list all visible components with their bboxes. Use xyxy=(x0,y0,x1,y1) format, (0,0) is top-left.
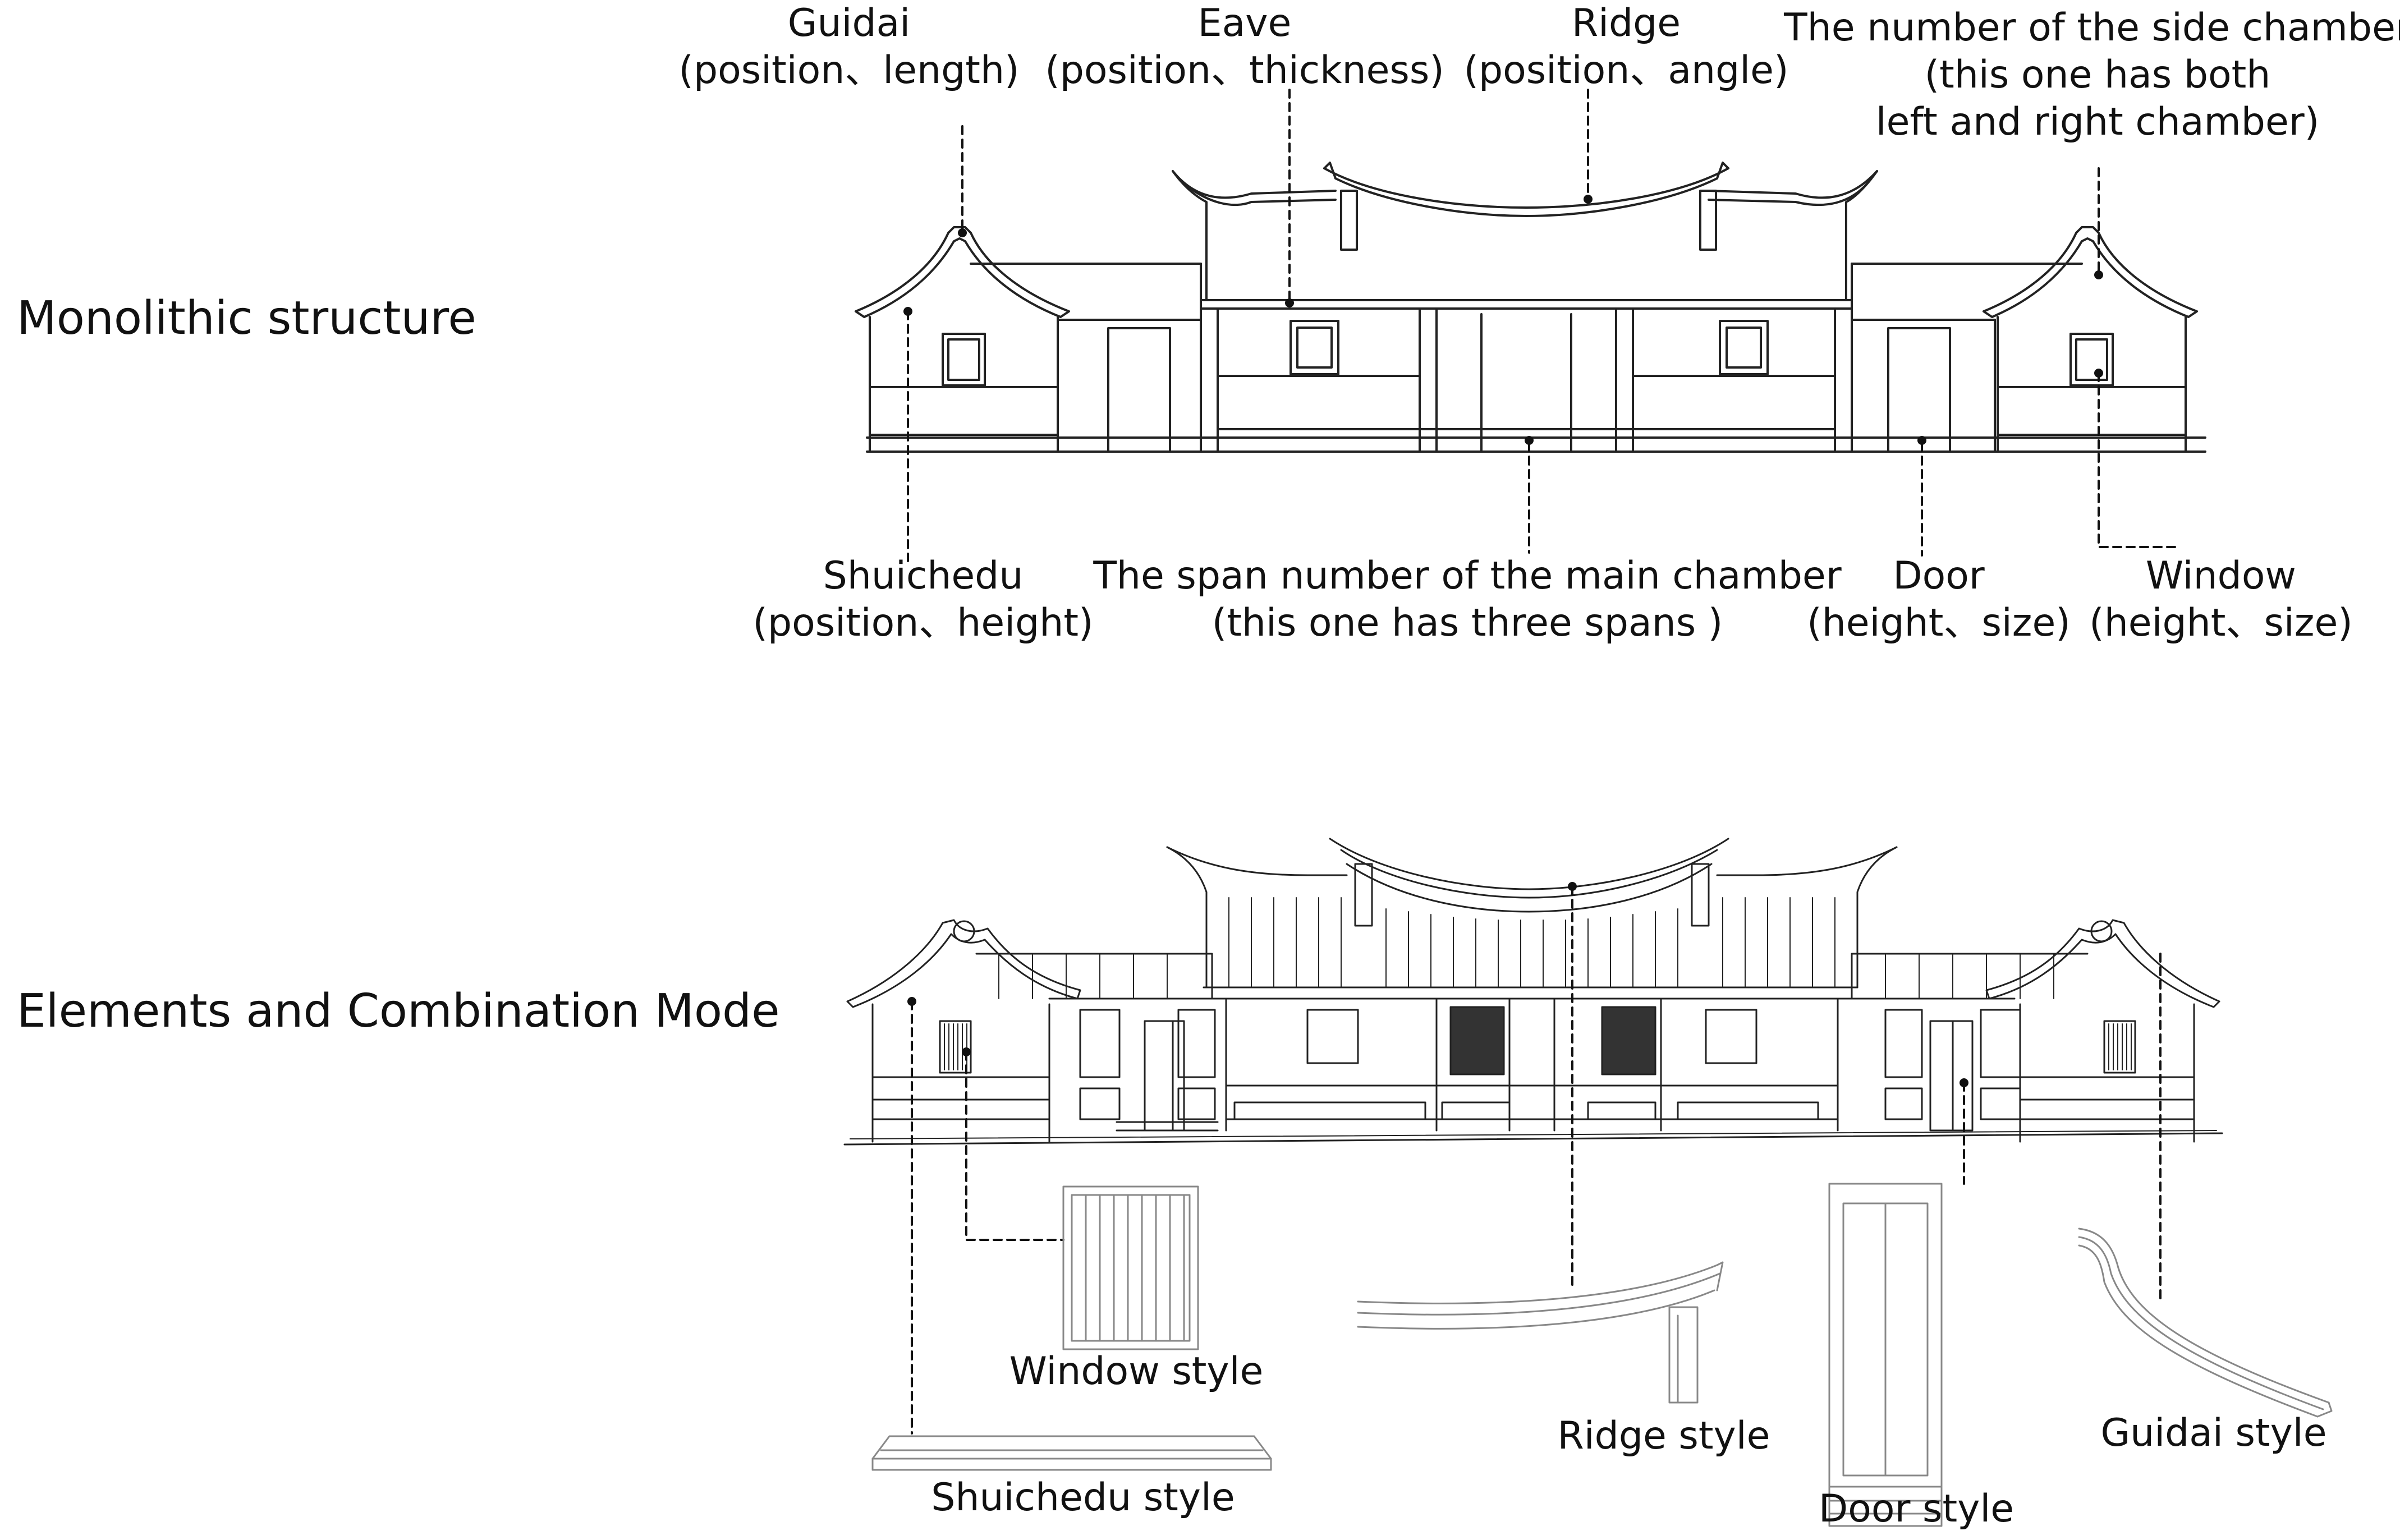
top-leader-lines xyxy=(907,89,2178,562)
row-title-monolithic-structure: Monolithic structure xyxy=(17,292,476,345)
label-span-number: The span number of the main chamber(this… xyxy=(1093,554,1842,645)
label-shuichedu: Shuichedu(position、height) xyxy=(752,554,1094,645)
label-side-chamber: The number of the side chamber(this one … xyxy=(1784,6,2400,144)
bottom-leader-dots xyxy=(907,882,1968,1087)
label-window-style: Window style xyxy=(1009,1349,1264,1394)
door-style-sketch xyxy=(1828,1183,1943,1527)
window-style-sketch xyxy=(1062,1185,1199,1350)
row-title-elements-combination-mode: Elements and Combination Mode xyxy=(17,985,780,1038)
label-guidai: Guidai(position、length) xyxy=(678,1,1020,93)
label-guidai-style: Guidai style xyxy=(2100,1411,2327,1455)
monolithic-house-drawing xyxy=(855,162,2206,453)
label-shuichedu-style: Shuichedu style xyxy=(931,1475,1235,1520)
right-side-chamber xyxy=(1983,226,2198,453)
ridge-style-sketch xyxy=(1357,1261,1724,1404)
label-ridge: Ridge(position、angle) xyxy=(1463,1,1789,93)
top-leader-dots xyxy=(903,195,2103,445)
detailed-house-drawing xyxy=(843,838,2223,1146)
label-door: Door(height、size) xyxy=(1807,554,2071,645)
label-door-style: Door style xyxy=(1818,1487,2014,1531)
bottom-leader-lines xyxy=(911,885,2162,1435)
left-side-chamber xyxy=(855,226,1070,453)
main-hall xyxy=(1172,162,1878,453)
shuichedu-style-sketch xyxy=(871,1435,1272,1471)
label-eave: Eave(position、thickness) xyxy=(1045,1,1444,93)
guidai-style-sketch xyxy=(2078,1228,2333,1418)
label-window: Window(height、size) xyxy=(2089,554,2353,645)
label-ridge-style: Ridge style xyxy=(1557,1414,1770,1458)
